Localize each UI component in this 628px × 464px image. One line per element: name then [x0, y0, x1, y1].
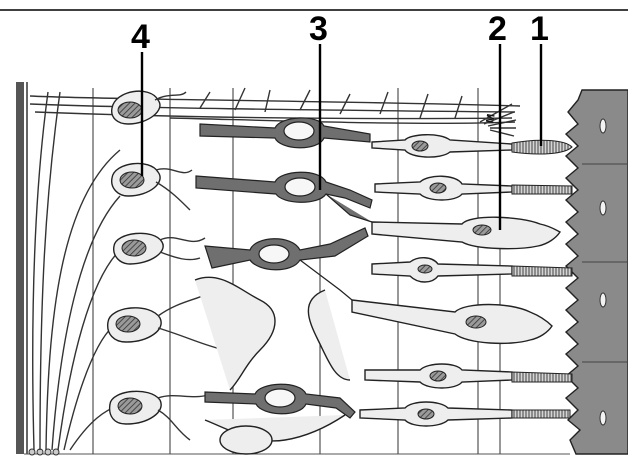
photoreceptor-6 [364, 363, 573, 389]
bipolar-cell-4 [204, 383, 356, 419]
label-3: 3 [309, 10, 328, 48]
muller-fiber-bundle [29, 87, 521, 137]
ganglion-cell-3 [113, 232, 206, 265]
photoreceptor-1 [371, 134, 573, 158]
left-limiting-membrane [16, 82, 24, 454]
label-4: 4 [131, 18, 150, 56]
fiber-letter: M [484, 113, 497, 124]
callout-leaders [140, 44, 543, 230]
photoreceptor-4 [371, 257, 573, 283]
photoreceptor-3-cone [371, 216, 562, 250]
ganglion-cell-1 [111, 90, 187, 125]
pigment-epithelium [564, 89, 628, 455]
amacrine-processes [194, 276, 351, 455]
bipolar-cell-1 [199, 117, 371, 149]
photoreceptor-7 [359, 401, 571, 427]
bipolar-cell-2 [195, 171, 373, 223]
ganglion-axons [32, 91, 121, 451]
ganglion-cell-5 [108, 390, 209, 441]
photoreceptor-5-cone [351, 299, 553, 345]
bipolar-cell-3 [204, 227, 369, 301]
label-1: 1 [530, 10, 549, 48]
ganglion-base-dots [28, 448, 60, 456]
photoreceptor-2 [374, 175, 573, 201]
label-2: 2 [488, 10, 507, 48]
ganglion-cell-2 [111, 162, 193, 211]
